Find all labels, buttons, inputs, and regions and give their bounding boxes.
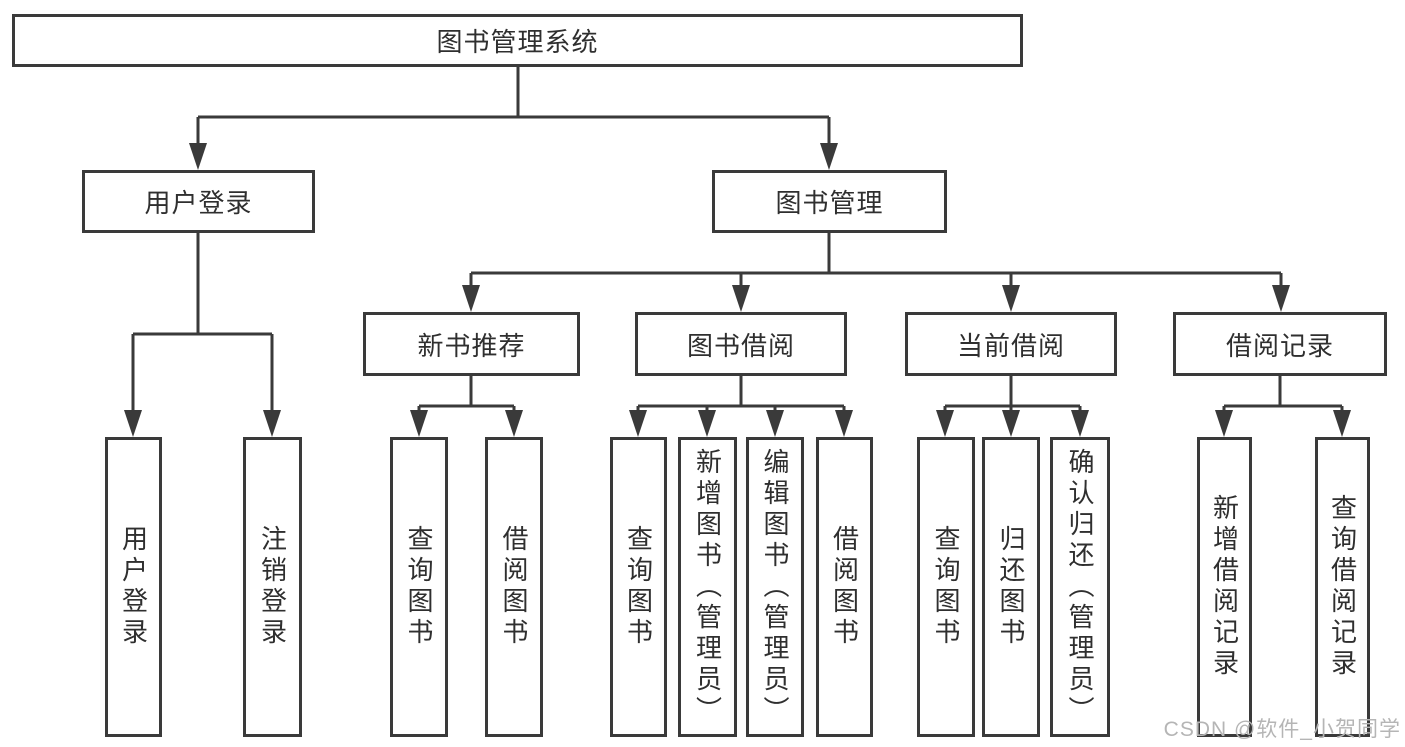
node-borrow-records: 借阅记录: [1173, 312, 1387, 376]
leaf-logout: 注销登录: [243, 437, 302, 737]
arrow-to-current-borrow: [1002, 285, 1020, 312]
leaf-edit-books-admin: 编辑图书（管理员）: [746, 437, 804, 737]
arrow-leaf-3b: [698, 410, 716, 437]
arrow-leaf-3d: [835, 410, 853, 437]
leaf-borrow-books-1-label: 借阅图书: [499, 525, 529, 649]
leaf-borrow-books-2-label: 借阅图书: [829, 525, 860, 649]
edge-records-split: [1222, 376, 1344, 413]
leaf-user-login: 用户登录: [105, 437, 162, 737]
leaf-confirm-return-admin: 确认归还（管理员）: [1050, 437, 1110, 737]
arrow-leaf-2a: [410, 410, 428, 437]
node-new-book-recommend-label: 新书推荐: [417, 330, 526, 361]
edge-current-split: [943, 376, 1082, 413]
arrow-leaf-4c: [1071, 410, 1089, 437]
node-current-borrow-label: 当前借阅: [956, 330, 1065, 361]
leaf-query-books-2: 查询图书: [610, 437, 667, 737]
leaf-query-borrow-record-label: 查询借阅记录: [1327, 494, 1358, 680]
node-new-book-recommend: 新书推荐: [363, 312, 580, 376]
leaf-return-books-label: 归还图书: [996, 525, 1026, 649]
leaf-confirm-return-admin-label: 确认归还（管理员）: [1065, 447, 1095, 727]
edge-mgmt-split: [469, 233, 1283, 288]
leaf-query-books-3: 查询图书: [917, 437, 975, 737]
node-borrow-records-label: 借阅记录: [1225, 330, 1334, 361]
arrow-leaf-3c: [766, 410, 784, 437]
leaf-return-books: 归还图书: [982, 437, 1040, 737]
node-user-login-label: 用户登录: [144, 188, 253, 218]
leaf-query-books-1-label: 查询图书: [404, 525, 434, 649]
arrow-leaf-5a: [1215, 410, 1233, 437]
arrow-leaf-4b: [1002, 410, 1020, 437]
leaf-add-borrow-record-label: 新增借阅记录: [1209, 494, 1240, 680]
leaf-query-books-1: 查询图书: [390, 437, 448, 737]
leaf-add-books-admin-label: 新增图书（管理员）: [692, 447, 723, 727]
leaf-logout-label: 注销登录: [257, 525, 288, 649]
arrow-leaf-4a: [936, 410, 954, 437]
leaf-query-books-3-label: 查询图书: [931, 525, 961, 649]
arrow-to-book-borrow: [732, 285, 750, 312]
arrow-leaf-3a: [629, 410, 647, 437]
edge-root-split: [196, 67, 831, 146]
leaf-user-login-label: 用户登录: [118, 525, 149, 649]
leaf-borrow-books-1: 借阅图书: [485, 437, 543, 737]
leaf-query-borrow-record: 查询借阅记录: [1315, 437, 1370, 737]
edge-login-split: [131, 233, 274, 413]
edge-borrow-split: [636, 376, 846, 413]
node-user-login: 用户登录: [82, 170, 315, 233]
arrow-leaf-1b: [263, 410, 281, 437]
leaf-add-books-admin: 新增图书（管理员）: [678, 437, 737, 737]
node-root-system: 图书管理系统: [12, 14, 1023, 67]
arrow-to-new-books: [462, 285, 480, 312]
leaf-query-books-2-label: 查询图书: [623, 525, 654, 649]
node-book-management: 图书管理: [712, 170, 947, 233]
edge-new-split: [417, 376, 516, 413]
node-book-borrow-label: 图书借阅: [686, 330, 795, 361]
arrow-leaf-1a: [124, 410, 142, 437]
node-book-borrow: 图书借阅: [635, 312, 847, 376]
arrow-to-book-mgmt: [820, 143, 838, 170]
arrow-leaf-2b: [505, 410, 523, 437]
arrow-to-borrow-records: [1272, 285, 1290, 312]
csdn-watermark: CSDN @软件_小贺同学: [1163, 718, 1401, 741]
arrow-leaf-5b: [1333, 410, 1351, 437]
leaf-borrow-books-2: 借阅图书: [816, 437, 873, 737]
node-book-management-label: 图书管理: [775, 188, 884, 218]
leaf-add-borrow-record: 新增借阅记录: [1197, 437, 1252, 737]
arrow-to-user-login: [189, 143, 207, 170]
node-current-borrow: 当前借阅: [905, 312, 1117, 376]
node-root-system-label: 图书管理系统: [436, 27, 599, 57]
leaf-edit-books-admin-label: 编辑图书（管理员）: [760, 447, 790, 727]
